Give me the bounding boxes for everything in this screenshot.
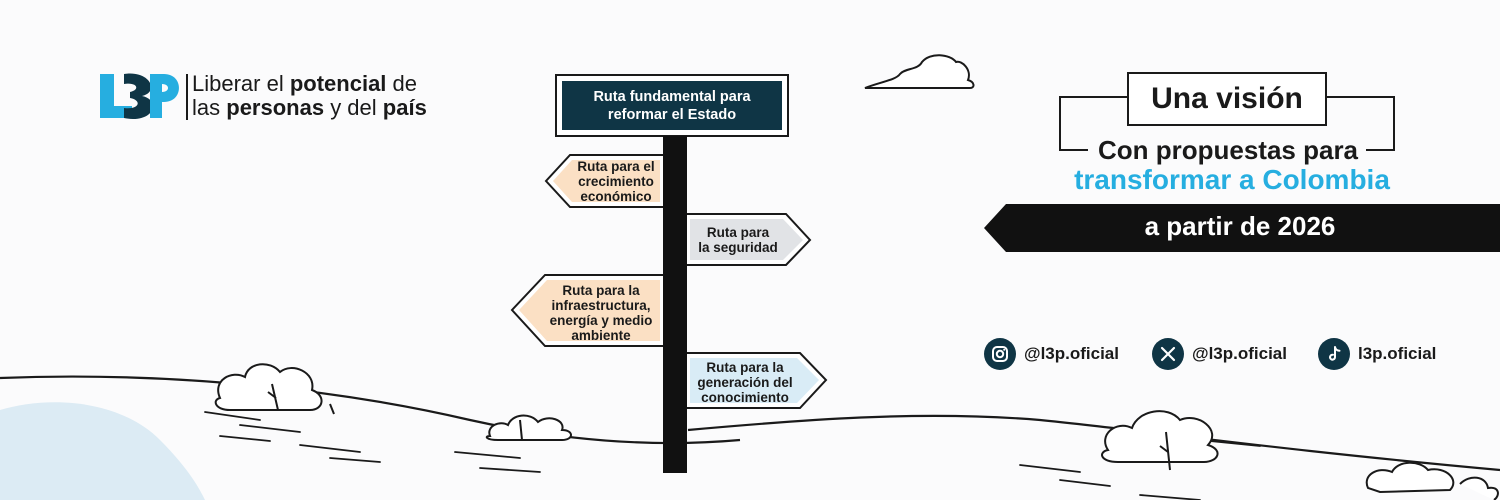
instagram-handle: @l3p.oficial xyxy=(1024,344,1119,363)
brand-tagline: Liberar el potencial de las personas y d… xyxy=(192,71,427,120)
social-x[interactable]: @l3p.oficial xyxy=(1152,338,1287,370)
date-banner-shape xyxy=(984,204,1500,252)
instagram-icon xyxy=(984,338,1016,370)
tree-icon xyxy=(1101,410,1219,471)
logo-divider xyxy=(186,74,188,120)
blue-hill xyxy=(0,402,205,500)
hill-line-left xyxy=(0,375,741,445)
sign-4-shape xyxy=(685,352,828,409)
main-sign: Ruta fundamental para reformar el Estado xyxy=(555,74,789,137)
proposals-text: Con propuestas para xyxy=(1097,135,1359,165)
social-tiktok[interactable]: l3p.oficial xyxy=(1318,338,1436,370)
tiktok-handle: l3p.oficial xyxy=(1358,344,1437,363)
l3p-logo-icon xyxy=(100,73,179,119)
x-handle: @l3p.oficial xyxy=(1192,344,1287,363)
transform-text: transformar a Colombia xyxy=(1074,164,1390,195)
sign-3-shape xyxy=(510,274,666,347)
tree-icon xyxy=(214,363,335,415)
sign-1-shape xyxy=(544,154,666,208)
main-sign-label: Ruta fundamental para reformar el Estado xyxy=(562,81,782,130)
social-instagram[interactable]: @l3p.oficial xyxy=(984,338,1119,370)
tree-icon xyxy=(485,414,572,441)
tiktok-icon xyxy=(1318,338,1350,370)
sign-2-shape xyxy=(685,213,812,266)
x-icon xyxy=(1152,338,1184,370)
cloud-icon xyxy=(864,54,975,89)
hill-line-right xyxy=(687,414,1500,472)
vision-heading: Una visión xyxy=(1127,72,1327,126)
tree-icon xyxy=(1365,461,1499,500)
signpost-pole xyxy=(663,136,687,473)
date-banner-text: a partir de 2026 xyxy=(1144,211,1336,241)
